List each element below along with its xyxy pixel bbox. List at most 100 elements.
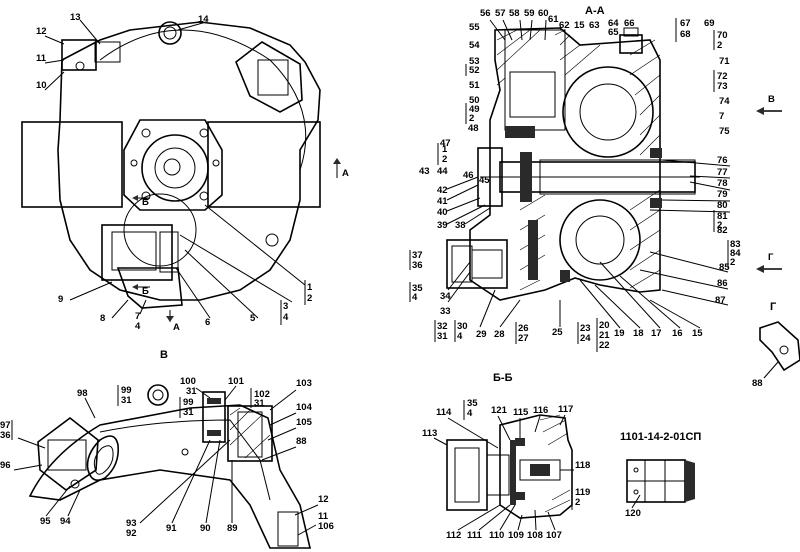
callout-64: 64 bbox=[608, 18, 619, 29]
callout-1: 1 bbox=[307, 282, 313, 293]
callout-19: 19 bbox=[614, 328, 625, 339]
callout-57: 57 bbox=[495, 8, 506, 19]
callout-88-g: 88 bbox=[752, 378, 763, 389]
callout-54: 54 bbox=[469, 40, 480, 51]
callout-119: 119 bbox=[575, 487, 590, 498]
callout-105: 105 bbox=[296, 417, 313, 428]
callout-103: 103 bbox=[296, 378, 312, 389]
callout-81-2: 2 bbox=[717, 220, 722, 231]
callout-92: 92 bbox=[126, 528, 137, 539]
callout-16: 16 bbox=[672, 328, 683, 339]
marker-a-top: А bbox=[342, 168, 349, 179]
callout-97-36: 36 bbox=[0, 430, 11, 441]
callout-94: 94 bbox=[60, 516, 71, 527]
callout-99-31: 31 bbox=[121, 395, 132, 406]
callout-28: 28 bbox=[494, 329, 505, 340]
callout-76: 76 bbox=[717, 155, 728, 166]
callout-4b: 4 bbox=[283, 312, 289, 323]
callout-102-31: 31 bbox=[254, 398, 265, 409]
callout-46: 46 bbox=[463, 170, 474, 181]
callout-30-4: 4 bbox=[457, 331, 463, 342]
callout-2: 2 bbox=[307, 293, 312, 304]
callout-48: 48 bbox=[468, 123, 479, 134]
callout-18: 18 bbox=[633, 328, 644, 339]
callout-99b: 99 bbox=[183, 397, 194, 408]
callout-37: 37 bbox=[412, 250, 423, 261]
callout-15: 15 bbox=[574, 20, 585, 31]
callout-68: 68 bbox=[680, 29, 691, 40]
callout-6: 6 bbox=[205, 317, 210, 328]
callout-53: 53 bbox=[469, 56, 480, 67]
callout-26: 26 bbox=[518, 323, 529, 334]
callout-61: 61 bbox=[548, 14, 559, 25]
callout-83: 83 bbox=[730, 239, 741, 250]
callout-101: 101 bbox=[228, 376, 245, 387]
callout-111: 111 bbox=[467, 530, 483, 541]
callout-50: 50 bbox=[469, 95, 480, 106]
callout-60: 60 bbox=[538, 8, 549, 19]
callout-77: 77 bbox=[717, 167, 728, 178]
marker-g: Г bbox=[768, 252, 774, 263]
callout-39: 39 bbox=[437, 220, 448, 231]
callout-10: 10 bbox=[36, 80, 47, 91]
callout-13: 13 bbox=[70, 12, 81, 23]
callout-55: 55 bbox=[469, 22, 480, 33]
callout-35-4: 4 bbox=[412, 292, 418, 303]
callout-84-2: 2 bbox=[730, 257, 735, 268]
callout-109: 109 bbox=[508, 530, 524, 541]
callout-14: 14 bbox=[198, 14, 209, 25]
marker-b2: Б bbox=[142, 286, 149, 297]
callout-97: 97 bbox=[0, 420, 11, 431]
callout-17: 17 bbox=[651, 328, 662, 339]
callout-74: 74 bbox=[719, 96, 730, 107]
callout-100-31: 31 bbox=[186, 386, 197, 397]
callout-44: 44 bbox=[437, 166, 448, 177]
callout-114: 114 bbox=[436, 407, 452, 418]
callout-121: 121 bbox=[491, 405, 508, 416]
callout-99b-31: 31 bbox=[183, 407, 194, 418]
callout-72: 72 bbox=[717, 71, 728, 82]
callout-110: 110 bbox=[489, 530, 504, 541]
callout-100: 100 bbox=[180, 376, 196, 387]
main-view-labels: 13 14 12 11 10 9 8 7 4 6 5 3 4 1 2 А А Б… bbox=[36, 12, 349, 333]
callout-56: 56 bbox=[480, 8, 491, 19]
callout-104: 104 bbox=[296, 402, 313, 413]
callout-78: 78 bbox=[717, 178, 728, 189]
view-v: В bbox=[28, 349, 312, 549]
callout-38: 38 bbox=[455, 220, 466, 231]
callout-113: 113 bbox=[422, 428, 437, 439]
callout-88: 88 bbox=[296, 436, 307, 447]
callout-4: 4 bbox=[135, 321, 141, 332]
callout-62: 62 bbox=[559, 20, 570, 31]
section-bb-labels: 35 4 114 121 115 116 117 113 118 119 2 1… bbox=[422, 398, 590, 541]
callout-45: 45 bbox=[479, 175, 490, 186]
callout-79: 79 bbox=[717, 189, 728, 200]
callout-8: 8 bbox=[100, 313, 105, 324]
main-front-view bbox=[21, 21, 341, 322]
callout-70-2: 2 bbox=[717, 40, 722, 51]
view-v-labels: 98 99 31 100 31 101 102 31 99 31 103 104… bbox=[0, 376, 334, 539]
callout-5: 5 bbox=[250, 313, 256, 324]
callout-84: 84 bbox=[730, 248, 741, 259]
marker-a-bottom: А bbox=[173, 322, 180, 333]
callout-117: 117 bbox=[558, 404, 573, 415]
section-bb-view: Б-Б bbox=[446, 372, 573, 519]
section-aa-title: А-А bbox=[585, 5, 605, 17]
callout-33: 33 bbox=[440, 306, 451, 317]
callout-25: 25 bbox=[552, 327, 563, 338]
callout-116: 116 bbox=[533, 405, 548, 416]
callout-87: 87 bbox=[715, 295, 726, 306]
callout-93: 93 bbox=[126, 518, 137, 529]
callout-32: 32 bbox=[437, 321, 448, 332]
marker-b: Б bbox=[142, 197, 149, 208]
callout-51: 51 bbox=[469, 80, 480, 91]
callout-12-v: 12 bbox=[318, 494, 329, 505]
callout-24: 24 bbox=[580, 333, 591, 344]
callout-9: 9 bbox=[58, 294, 63, 305]
callout-42: 42 bbox=[437, 185, 448, 196]
callout-21: 21 bbox=[599, 330, 610, 341]
callout-22: 22 bbox=[599, 340, 610, 351]
callout-23: 23 bbox=[580, 323, 591, 334]
callout-35-bb: 35 bbox=[467, 398, 478, 409]
callout-65: 65 bbox=[608, 27, 619, 38]
